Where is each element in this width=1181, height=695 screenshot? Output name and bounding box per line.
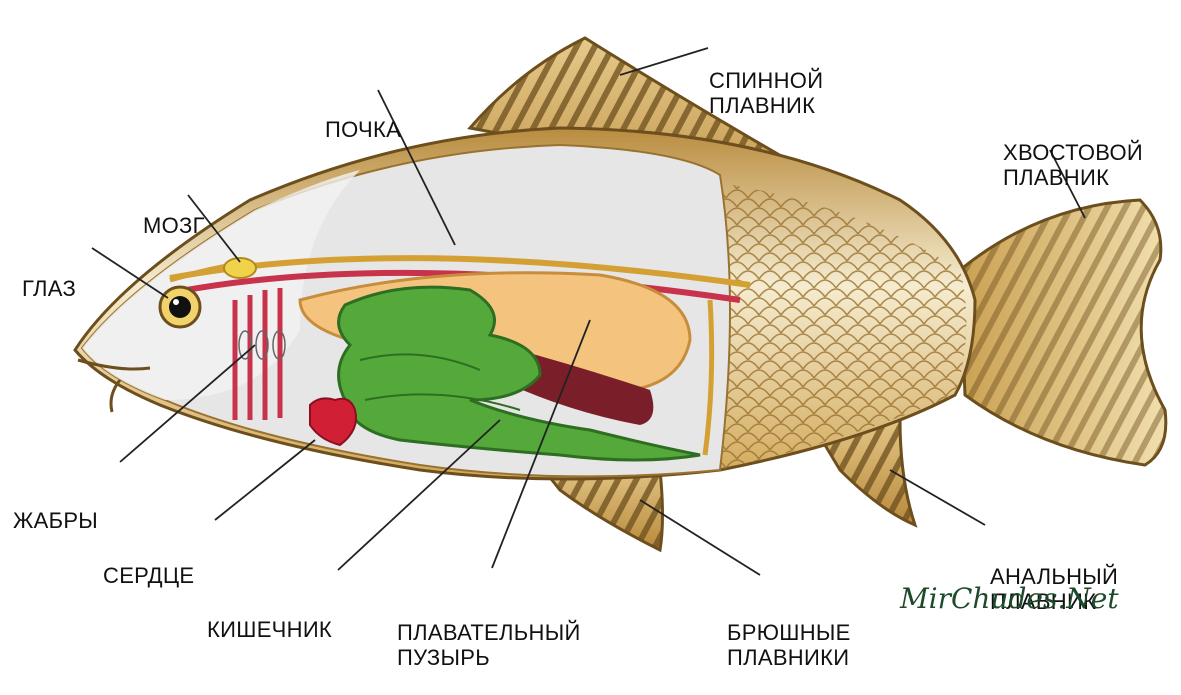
label-kidney: ПОЧКА — [325, 67, 401, 167]
watermark: MirChudes.Net — [900, 582, 1119, 615]
label-gills: ЖАБРЫ — [13, 458, 98, 558]
label-heart: СЕРДЦЕ — [103, 513, 194, 613]
label-brain: МОЗГ — [143, 163, 205, 263]
tail-fin — [960, 200, 1166, 465]
label-intestine: КИШЕЧНИК — [207, 567, 332, 667]
eye — [160, 287, 200, 327]
label-eye: ГЛАЗ — [22, 226, 76, 326]
